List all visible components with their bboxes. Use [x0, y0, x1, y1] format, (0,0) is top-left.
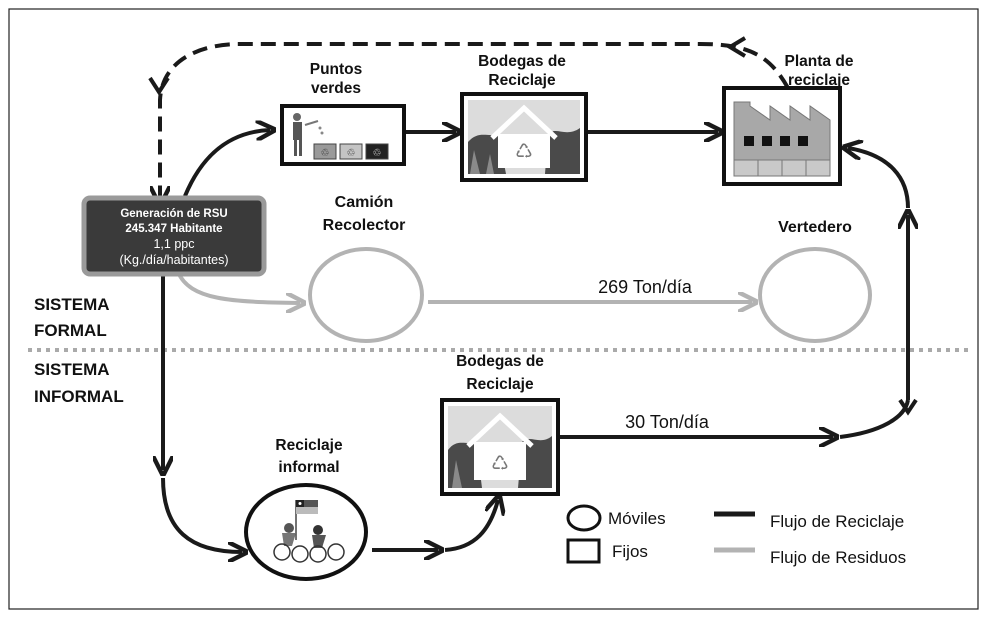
flow-to-reciclaje-informal	[161, 477, 242, 552]
sistema-formal-label-2: FORMAL	[34, 321, 107, 340]
factory-icon	[733, 101, 831, 177]
bodegas-top-label-2: Reciclaje	[488, 72, 556, 89]
puntos-verdes-label-1: Puntos	[310, 61, 363, 78]
flow-to-bodegas-bottom	[444, 500, 498, 552]
generation-box	[81, 195, 267, 277]
generation-ppc: 1,1 ppc	[153, 237, 194, 251]
flow-30-label: 30 Ton/día	[625, 412, 710, 432]
camion-label-1: Camión	[335, 194, 394, 211]
sistema-informal-label-1: SISTEMA	[34, 360, 110, 379]
flow-generation-to-camion	[176, 271, 300, 303]
legend-flujo-reciclaje-label: Flujo de Reciclaje	[770, 512, 904, 531]
bodegas-top-label-1: Bodegas de	[478, 53, 566, 70]
cyclists-flag-icon	[273, 500, 345, 563]
puntos-verdes-node: ♲ ♲ ♲	[280, 104, 406, 166]
reciclaje-informal-node	[244, 483, 368, 581]
generation-habitantes: 245.347 Habitante	[125, 223, 222, 235]
bodegas-top-node: ♺	[460, 92, 588, 182]
legend-moviles-label: Móviles	[608, 509, 666, 528]
sistema-informal-label-2: INFORMAL	[34, 387, 124, 406]
vertedero-node	[758, 247, 872, 343]
recycling-house-icon: ♺	[448, 406, 552, 488]
svg-text:♺: ♺	[515, 141, 533, 163]
legend-fijos-symbol	[566, 538, 601, 564]
planta-label-2: reciclaje	[788, 72, 850, 89]
planta-node	[722, 86, 842, 186]
flow-curve-up	[839, 399, 910, 439]
flow-269-label: 269 Ton/día	[598, 277, 693, 297]
flow-to-planta	[848, 148, 910, 209]
bodegas-bottom-label-1: Bodegas de	[456, 353, 544, 370]
bodegas-bottom-node: ♺	[440, 398, 560, 496]
legend-flujo-residuos-label: Flujo de Residuos	[770, 548, 906, 567]
reciclaje-informal-label-1: Reciclaje	[275, 437, 343, 454]
svg-text:♲: ♲	[347, 148, 356, 159]
sistema-formal-label-1: SISTEMA	[34, 295, 110, 314]
bodegas-bottom-label-2: Reciclaje	[466, 376, 534, 393]
svg-text:♲: ♲	[321, 148, 330, 159]
legend: Móviles Fijos Flujo de Reciclaje Flujo d…	[566, 504, 906, 567]
recycling-bins-icon: ♲ ♲ ♲	[293, 113, 389, 160]
camion-label-2: Recolector	[323, 217, 406, 234]
camion-node	[308, 247, 424, 343]
svg-text:♺: ♺	[491, 453, 509, 475]
vertedero-label: Vertedero	[778, 219, 852, 236]
generation-units: (Kg./día/habitantes)	[119, 253, 228, 267]
feedback-arrowhead-right	[726, 36, 747, 58]
puntos-verdes-label-2: verdes	[311, 80, 361, 97]
generation-title: Generación de RSU	[120, 208, 227, 220]
planta-label-1: Planta de	[785, 53, 854, 70]
feedback-arrowhead-left	[148, 76, 170, 96]
legend-fijos-label: Fijos	[612, 542, 648, 561]
flow-up-arrowhead	[898, 398, 918, 416]
recycling-house-icon: ♺	[468, 100, 580, 174]
svg-text:♲: ♲	[373, 148, 382, 159]
flow-generation-to-puntos	[183, 130, 270, 197]
feedback-dashed-arrow	[160, 42, 790, 200]
legend-moviles-symbol	[566, 504, 602, 532]
reciclaje-informal-label-2: informal	[278, 459, 339, 476]
